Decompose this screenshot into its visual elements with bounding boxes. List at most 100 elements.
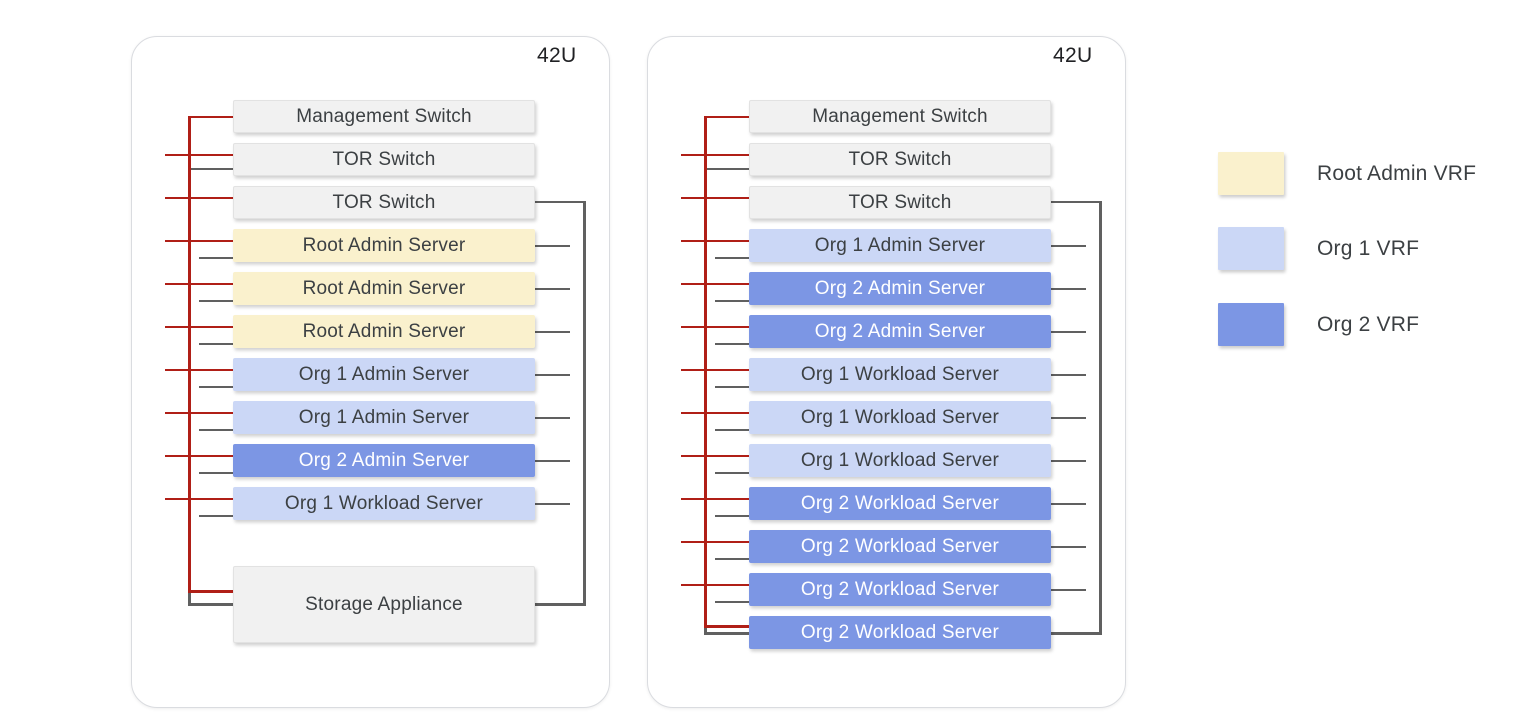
mgmt-network-line: [681, 153, 749, 156]
mgmt-network-line: [165, 325, 233, 328]
data-network-line: [188, 167, 233, 170]
rack-unit-label: Org 2 Workload Server: [800, 535, 1000, 557]
rack-unit-label: TOR Switch: [332, 191, 436, 213]
data-network-line: [535, 459, 570, 462]
legend-item: Root Admin VRF: [1218, 152, 1476, 195]
rack-unit-label: Org 1 Workload Server: [800, 449, 1000, 471]
rack-unit-org-1-workload-server: Org 1 Workload Server: [749, 401, 1051, 434]
rack-unit-label: Root Admin Server: [302, 320, 466, 342]
rack-unit-management-switch: Management Switch: [749, 100, 1051, 133]
mgmt-network-line: [188, 590, 233, 593]
rack-unit-org-1-admin-server: Org 1 Admin Server: [233, 358, 535, 391]
data-network-line: [1051, 244, 1086, 247]
data-network-line: [1099, 200, 1102, 635]
data-network-line: [535, 416, 570, 419]
data-network-line: [199, 299, 233, 302]
data-network-line: [199, 385, 233, 388]
rack-unit-tor-switch: TOR Switch: [749, 143, 1051, 176]
data-network-line: [535, 502, 570, 505]
mgmt-network-line: [681, 583, 749, 586]
rack-unit-org-2-admin-server: Org 2 Admin Server: [749, 272, 1051, 305]
rack-unit-label: Root Admin Server: [302, 277, 466, 299]
mgmt-network-line: [681, 282, 749, 285]
mgmt-network-line: [681, 368, 749, 371]
rack-unit-org-2-workload-server: Org 2 Workload Server: [749, 573, 1051, 606]
legend-swatch-org-1-vrf: [1218, 227, 1284, 270]
data-network-line: [583, 200, 586, 606]
data-network-line: [715, 299, 749, 302]
data-network-line: [715, 471, 749, 474]
mgmt-network-line: [681, 325, 749, 328]
mgmt-network-line: [188, 115, 233, 118]
mgmt-network-line: [704, 115, 749, 118]
rack-unit-label: Org 2 Admin Server: [814, 277, 986, 299]
legend-swatch-root-admin-vrf: [1218, 152, 1284, 195]
rack-unit-org-2-admin-server: Org 2 Admin Server: [749, 315, 1051, 348]
mgmt-network-line: [681, 411, 749, 414]
rack-unit-root-admin-server: Root Admin Server: [233, 272, 535, 305]
rack-unit-management-switch: Management Switch: [233, 100, 535, 133]
mgmt-network-line: [165, 196, 233, 199]
data-network-line: [715, 342, 749, 345]
rack-unit-tor-switch: TOR Switch: [749, 186, 1051, 219]
data-network-line: [535, 603, 583, 606]
data-network-line: [704, 632, 749, 635]
mgmt-network-line: [165, 454, 233, 457]
rack-unit-label: TOR Switch: [848, 148, 952, 170]
rack-unit-label: Org 1 Workload Server: [284, 492, 484, 514]
mgmt-network-line: [704, 115, 707, 628]
data-network-line: [715, 514, 749, 517]
legend-label: Root Admin VRF: [1317, 161, 1477, 185]
mgmt-network-line: [165, 497, 233, 500]
data-network-line: [1051, 416, 1086, 419]
mgmt-network-line: [188, 115, 191, 593]
rack-unit-org-2-workload-server: Org 2 Workload Server: [749, 616, 1051, 649]
rack-unit-label: Org 2 Workload Server: [800, 621, 1000, 643]
data-network-line: [535, 244, 570, 247]
data-network-line: [715, 256, 749, 259]
data-network-line: [188, 603, 233, 606]
rack-unit-tor-switch: TOR Switch: [233, 186, 535, 219]
rack-unit-storage-appliance: Storage Appliance: [233, 566, 535, 643]
mgmt-network-line: [165, 282, 233, 285]
rack-unit-org-1-workload-server: Org 1 Workload Server: [233, 487, 535, 520]
legend-item: Org 2 VRF: [1218, 303, 1419, 346]
data-network-line: [199, 256, 233, 259]
rack-unit-label: TOR Switch: [848, 191, 952, 213]
data-network-line: [535, 330, 570, 333]
data-network-line: [704, 167, 749, 170]
rack-unit-label: Root Admin Server: [302, 234, 466, 256]
rack-unit-label: Org 1 Admin Server: [298, 363, 470, 385]
mgmt-network-line: [165, 411, 233, 414]
rack-unit-org-1-workload-server: Org 1 Workload Server: [749, 358, 1051, 391]
data-network-line: [1051, 287, 1086, 290]
rack-unit-label: Org 1 Workload Server: [800, 406, 1000, 428]
mgmt-network-line: [704, 625, 749, 628]
rack-unit-label: Org 2 Admin Server: [814, 320, 986, 342]
data-network-line: [535, 200, 586, 203]
rack-1-capacity-label: 42U: [537, 44, 577, 67]
data-network-line: [715, 557, 749, 560]
rack-unit-org-2-admin-server: Org 2 Admin Server: [233, 444, 535, 477]
data-network-line: [715, 385, 749, 388]
data-network-line: [715, 600, 749, 603]
rack-unit-root-admin-server: Root Admin Server: [233, 315, 535, 348]
data-network-line: [199, 428, 233, 431]
data-network-line: [535, 373, 570, 376]
mgmt-network-line: [681, 497, 749, 500]
rack-unit-label: Org 2 Admin Server: [298, 449, 470, 471]
legend-label: Org 2 VRF: [1317, 312, 1420, 336]
data-network-line: [1051, 502, 1086, 505]
legend-item: Org 1 VRF: [1218, 227, 1419, 270]
data-network-line: [535, 287, 570, 290]
data-network-line: [1051, 545, 1086, 548]
rack-2-capacity-label: 42U: [1053, 44, 1093, 67]
rack-unit-label: Org 1 Admin Server: [814, 234, 986, 256]
rack-unit-org-1-admin-server: Org 1 Admin Server: [233, 401, 535, 434]
data-network-line: [1051, 459, 1086, 462]
legend-swatch-org-2-vrf: [1218, 303, 1284, 346]
data-network-line: [1051, 200, 1102, 203]
data-network-line: [1051, 588, 1086, 591]
rack-unit-label: Org 2 Workload Server: [800, 492, 1000, 514]
